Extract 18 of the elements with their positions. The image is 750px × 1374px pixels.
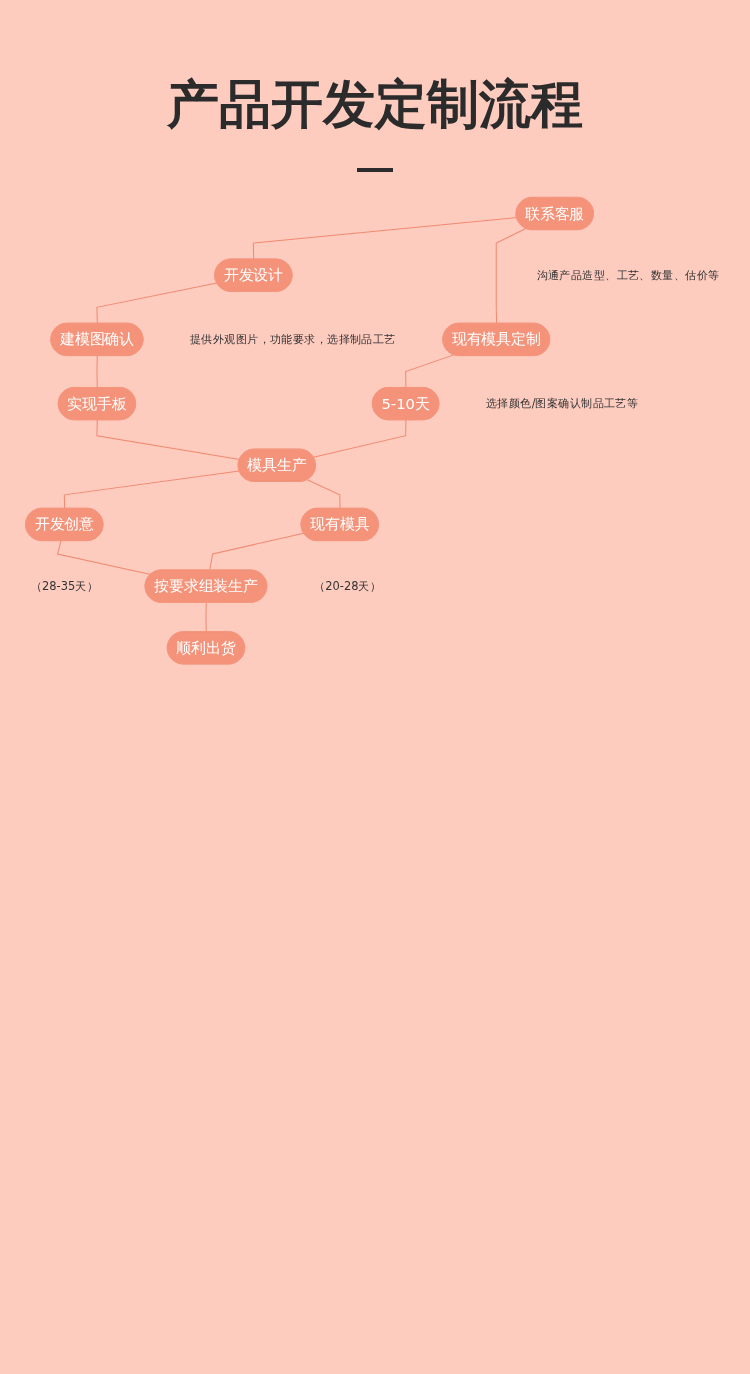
connector [495,228,527,325]
connector [205,602,207,633]
node-label: （20-28天） [313,578,382,593]
connector [96,419,241,460]
connector [63,470,240,510]
title: 产品开发定制流程 [166,73,584,136]
connector [56,540,152,575]
node-label: 选择颜色/图案确认制品工艺等 [485,396,639,410]
connector [252,217,518,260]
connector [96,355,98,389]
node-label: 提供外观图片，功能要求，选择制品工艺 [190,332,396,346]
node-label: 沟通产品造型、工艺、数量、估价等 [536,267,720,282]
connector [306,479,341,510]
connector [96,282,218,325]
node-label: （28-35天） [30,578,99,593]
connector [405,354,455,389]
connector [209,532,305,571]
connector [312,419,407,458]
